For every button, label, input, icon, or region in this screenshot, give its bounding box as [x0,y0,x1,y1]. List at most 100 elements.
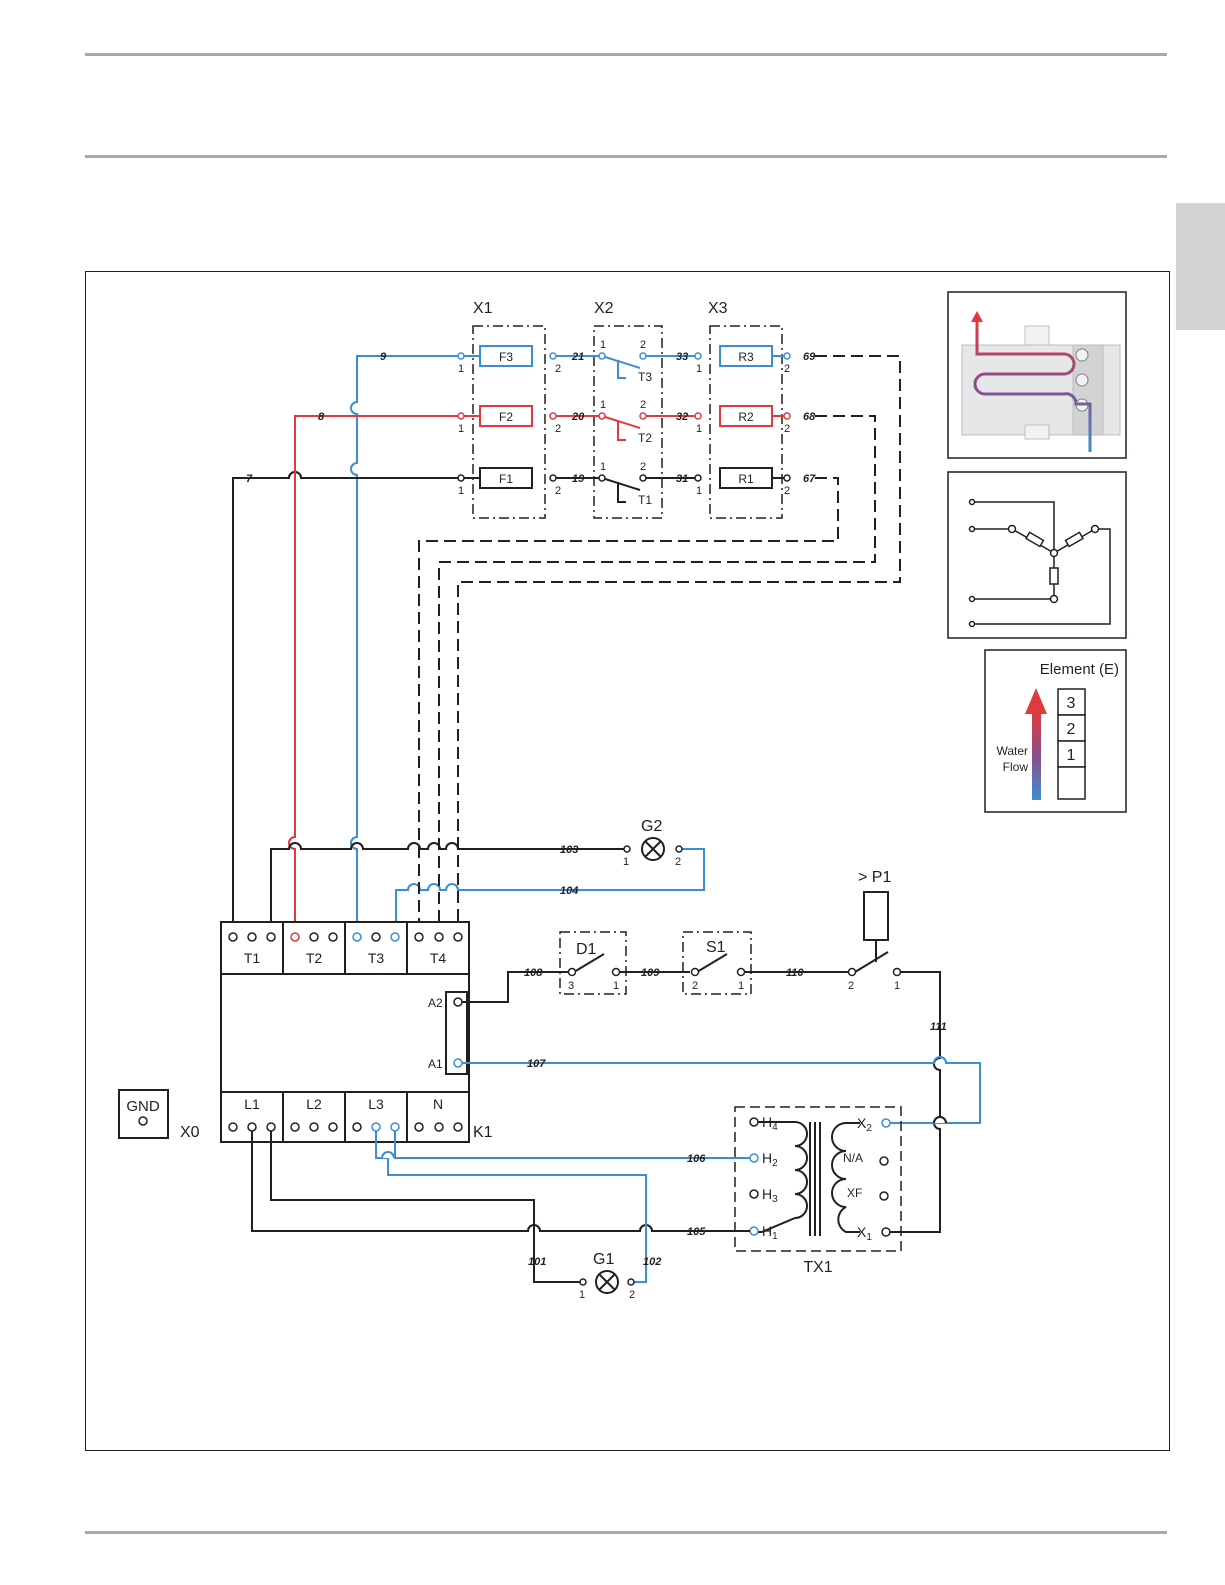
k1-t2-label: T2 [306,950,323,966]
control-pin-numbers: 31 21 21 [568,980,900,992]
water-flow-label-line2: Flow [1003,760,1029,774]
k1-a1-label: A1 [428,1057,443,1071]
transformer-tx1-box [735,1107,901,1251]
thermostat-t3-label: T3 [638,370,652,384]
svg-text:19: 19 [572,473,585,485]
tx1-h3-label: H3 [762,1186,778,1205]
transformer-tx1-label: TX1 [803,1259,832,1276]
svg-text:105: 105 [687,1226,706,1238]
svg-text:2: 2 [555,363,561,375]
svg-text:1: 1 [600,339,606,351]
svg-text:69: 69 [803,351,816,363]
lamp-g2 [642,838,664,860]
svg-text:106: 106 [687,1153,706,1165]
k1-t3-label: T3 [368,950,385,966]
tx1-xf-label: XF [847,1186,862,1200]
svg-text:1: 1 [458,485,464,497]
svg-text:103: 103 [560,844,578,856]
tx1-h2-label: H2 [762,1150,778,1169]
supply-wires [252,1131,750,1282]
contactor-k1-label: K1 [473,1124,493,1141]
transformer-windings [757,1122,860,1236]
svg-text:2: 2 [848,980,854,992]
k1-a2-label: A2 [428,996,443,1010]
fuse-f1-label: F1 [499,472,513,486]
svg-text:32: 32 [676,411,688,423]
g2-terminal-1 [624,846,630,852]
control-wires [462,972,940,1232]
svg-text:2: 2 [640,461,646,473]
tx1-x2-label: X2 [857,1115,872,1134]
tx1-x1-label: X1 [857,1224,872,1243]
k1-n-label: N [433,1096,443,1112]
ground-x0-label: X0 [180,1124,200,1141]
svg-text:1: 1 [738,980,744,992]
svg-text:33: 33 [676,351,688,363]
svg-text:2: 2 [640,339,646,351]
group-x2-label: X2 [594,300,614,317]
svg-text:67: 67 [803,473,816,485]
g2-wires [271,843,704,922]
switch-d1-label: D1 [576,941,597,958]
svg-text:31: 31 [676,473,688,485]
svg-text:108: 108 [524,967,543,979]
supply-wire-numbers: 106 105 101 102 [528,1153,706,1268]
element-level-3: 3 [1067,695,1076,712]
element-level-1: 1 [1067,747,1076,764]
svg-text:1: 1 [696,485,702,497]
fuse-f3-label: F3 [499,350,513,364]
star-connection-panel [948,472,1126,638]
crossing-jump-111 [934,1117,946,1123]
svg-text:2: 2 [784,363,790,375]
k1-l2-label: L2 [306,1096,322,1112]
upper-wire-numbers: 9 8 7 21 20 19 33 32 31 69 68 67 103 104 [246,351,816,897]
switch-s1-label: S1 [706,939,726,956]
group-x1-label: X1 [473,300,493,317]
svg-text:20: 20 [571,411,585,423]
svg-text:102: 102 [643,1256,661,1268]
thermostat-t1-label: T1 [638,493,652,507]
element-return-wires [419,356,900,922]
crossing-jump-106 [382,1152,394,1158]
svg-text:104: 104 [560,885,578,897]
svg-text:1: 1 [613,980,619,992]
svg-text:1: 1 [458,423,464,435]
ground-label: GND [126,1098,160,1115]
control-wire-numbers: 108 109 110 111 [524,967,947,1033]
svg-text:1: 1 [894,980,900,992]
k1-l1-label: L1 [244,1096,260,1112]
svg-text:1: 1 [600,461,606,473]
element-r3-label: R3 [738,350,754,364]
k1-t4-label: T4 [430,950,447,966]
control-terminals [569,969,901,976]
svg-text:1: 1 [696,423,702,435]
svg-text:101: 101 [528,1256,546,1268]
g1-terminal-1 [580,1279,586,1285]
element-r2-label: R2 [738,410,754,424]
svg-text:2: 2 [692,980,698,992]
svg-text:68: 68 [803,411,816,423]
lamp-g1-label: G1 [593,1251,614,1268]
svg-text:2: 2 [555,485,561,497]
g1-pin-1: 1 [579,1289,585,1301]
g2-pin-1: 1 [623,856,629,868]
g1-terminal-2 [628,1279,634,1285]
svg-text:9: 9 [380,351,387,363]
element-level-2: 2 [1067,721,1076,738]
svg-text:8: 8 [318,411,325,423]
svg-text:2: 2 [784,485,790,497]
phase-wires [233,356,458,922]
g2-pin-2: 2 [675,856,681,868]
thermostat-t2-label: T2 [638,431,652,445]
pressure-switch-p1-label: > P1 [858,869,891,886]
tx1-h4-label: H4 [762,1114,778,1133]
svg-text:1: 1 [458,363,464,375]
svg-text:2: 2 [784,423,790,435]
lamp-g2-label: G2 [641,818,662,835]
svg-text:111: 111 [930,1021,947,1033]
tx1-na-label: N/A [843,1151,863,1165]
k1-l3-label: L3 [368,1096,384,1112]
svg-text:2: 2 [555,423,561,435]
svg-text:110: 110 [786,967,804,979]
g1-pin-2: 2 [629,1289,635,1301]
